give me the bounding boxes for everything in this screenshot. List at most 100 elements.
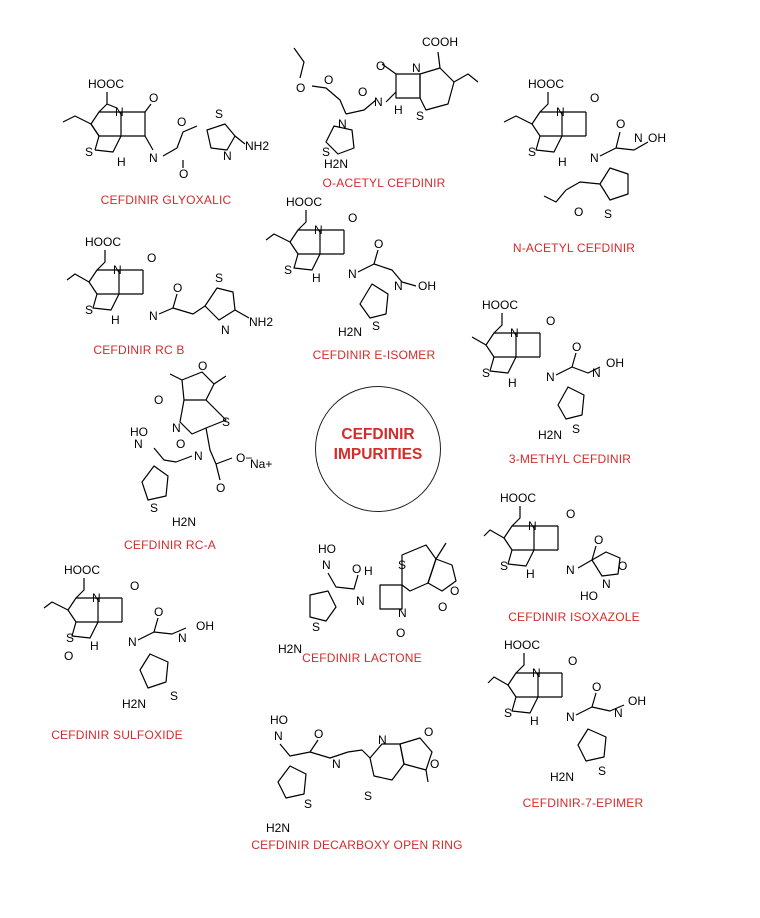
svg-text:O: O xyxy=(374,237,383,251)
center-circle: CEFDINIR IMPURITIES xyxy=(315,386,441,512)
svg-text:O: O xyxy=(568,654,577,668)
svg-text:O: O xyxy=(594,533,603,547)
svg-text:N: N xyxy=(602,577,611,591)
svg-text:S: S xyxy=(222,415,230,429)
svg-text:O: O xyxy=(154,605,163,619)
svg-text:S: S xyxy=(85,303,93,317)
svg-text:N: N xyxy=(194,449,203,463)
svg-text:O: O xyxy=(314,727,323,741)
svg-text:O: O xyxy=(352,562,361,576)
center-title-line2: IMPURITIES xyxy=(333,446,423,463)
compound-label: CEFDINIR LACTONE xyxy=(302,651,422,665)
svg-text:N: N xyxy=(134,437,143,451)
svg-text:H2N: H2N xyxy=(172,515,196,529)
svg-text:O: O xyxy=(424,725,433,739)
svg-text:COOH: COOH xyxy=(422,35,458,49)
svg-text:OH: OH xyxy=(606,356,624,370)
svg-text:S: S xyxy=(312,620,320,634)
structure-rc-a: O O S N O− O N O N HO S H2N Na+ xyxy=(120,359,300,530)
svg-text:N: N xyxy=(528,519,537,533)
svg-text:S: S xyxy=(284,263,292,277)
svg-text:NH2: NH2 xyxy=(245,139,269,153)
center-title: CEFDINIR IMPURITIES xyxy=(316,425,440,465)
svg-text:N: N xyxy=(614,706,623,720)
svg-text:N: N xyxy=(532,666,541,680)
svg-text:O: O xyxy=(430,757,439,771)
svg-text:S: S xyxy=(215,107,223,121)
svg-text:N: N xyxy=(128,635,137,649)
svg-text:H2N: H2N xyxy=(266,821,290,835)
structure-lactone: HO N O S H2N N N O H S O O xyxy=(270,535,470,656)
svg-text:O: O xyxy=(130,579,139,593)
svg-text:HO: HO xyxy=(130,425,148,439)
svg-text:S: S xyxy=(66,631,74,645)
svg-text:H2N: H2N xyxy=(538,428,562,442)
svg-text:O: O xyxy=(396,626,405,640)
svg-text:O: O xyxy=(450,584,459,598)
svg-text:S: S xyxy=(528,145,536,159)
svg-text:H: H xyxy=(558,155,567,169)
svg-text:N: N xyxy=(590,151,599,165)
svg-text:O: O xyxy=(616,117,625,131)
svg-text:O: O xyxy=(572,340,581,354)
structure-glyoxalic: HOOC N O S H N O O S N NH2 xyxy=(55,70,285,181)
svg-text:OH: OH xyxy=(628,694,646,708)
svg-text:N: N xyxy=(394,279,403,293)
svg-text:HOOC: HOOC xyxy=(482,298,518,312)
svg-text:N: N xyxy=(149,151,158,165)
svg-text:O: O xyxy=(176,437,185,451)
svg-text:H: H xyxy=(394,103,403,117)
compound-label: CEFDINIR-7-EPIMER xyxy=(522,796,644,810)
structure-7-epimer: HOOC N O S H N O N OH S H2N xyxy=(486,635,686,785)
svg-text:H: H xyxy=(530,714,539,728)
svg-text:O: O xyxy=(216,481,225,495)
svg-text:H2N: H2N xyxy=(550,770,574,784)
compound-label: 3-METHYL CEFDINIR xyxy=(508,452,632,466)
svg-text:HOOC: HOOC xyxy=(286,195,322,209)
svg-text:S: S xyxy=(604,207,612,221)
svg-text:N: N xyxy=(115,105,124,119)
svg-text:S: S xyxy=(322,145,330,159)
svg-text:S: S xyxy=(416,109,424,123)
svg-text:S: S xyxy=(504,706,512,720)
svg-text:N: N xyxy=(322,558,331,572)
compound-label: CEFDINIR RC-A xyxy=(124,538,216,552)
svg-text:N: N xyxy=(510,326,519,340)
svg-text:N: N xyxy=(356,594,365,608)
svg-text:O: O xyxy=(149,91,158,105)
svg-text:S: S xyxy=(364,789,372,803)
svg-text:H2N: H2N xyxy=(324,157,348,171)
svg-text:O: O xyxy=(173,281,182,295)
structure-3-methyl: HOOC N O S H N O N OH S H2N xyxy=(468,295,668,445)
svg-text:OH: OH xyxy=(648,131,666,145)
svg-text:H: H xyxy=(364,564,373,578)
svg-text:NH2: NH2 xyxy=(249,315,273,329)
svg-text:H: H xyxy=(526,567,535,581)
svg-text:HOOC: HOOC xyxy=(504,638,540,652)
svg-text:N: N xyxy=(634,131,643,145)
svg-text:HOOC: HOOC xyxy=(528,77,564,91)
svg-text:S: S xyxy=(572,422,580,436)
svg-text:N: N xyxy=(374,95,383,109)
svg-text:N: N xyxy=(172,421,181,435)
svg-text:O: O xyxy=(566,507,575,521)
svg-text:HOOC: HOOC xyxy=(64,563,100,577)
compound-label: CEFDINIR SULFOXIDE xyxy=(51,728,183,742)
compound-label: CEFDINIR GLYOXALIC xyxy=(100,193,232,207)
svg-text:S: S xyxy=(85,145,93,159)
svg-text:O−: O− xyxy=(236,451,252,465)
svg-text:O: O xyxy=(546,314,555,328)
svg-text:Na+: Na+ xyxy=(250,457,272,471)
svg-text:N: N xyxy=(566,563,575,577)
svg-text:H2N: H2N xyxy=(278,642,302,656)
svg-text:HO: HO xyxy=(318,542,336,556)
svg-text:H2N: H2N xyxy=(338,325,362,339)
svg-text:O: O xyxy=(179,167,188,181)
svg-text:S: S xyxy=(500,559,508,573)
svg-text:O: O xyxy=(177,115,186,129)
svg-text:S: S xyxy=(150,501,158,515)
svg-text:O: O xyxy=(147,251,156,265)
svg-text:OH: OH xyxy=(196,619,214,633)
svg-text:H: H xyxy=(90,639,99,653)
svg-text:O: O xyxy=(618,559,627,573)
